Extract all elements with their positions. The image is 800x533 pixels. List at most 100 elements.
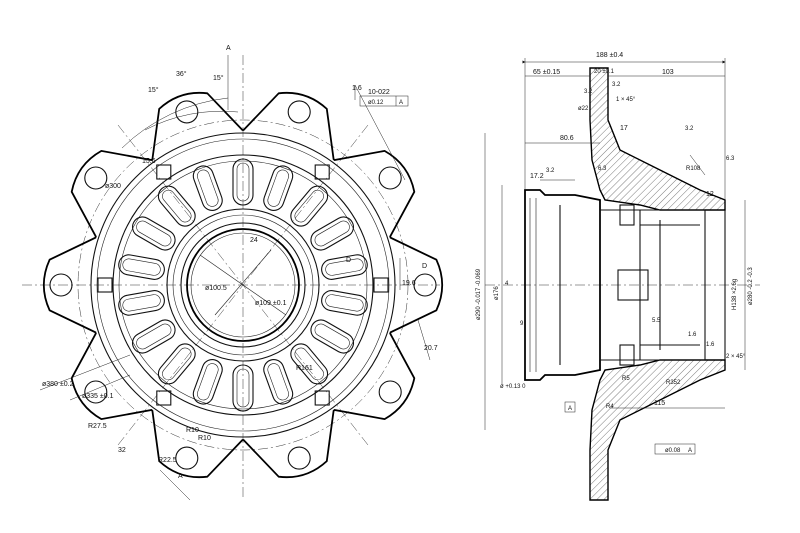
leader-holes — [354, 84, 406, 181]
dim-r-slot: 15.6 — [142, 158, 156, 165]
bore-steps — [559, 205, 726, 365]
vent-slot — [192, 165, 223, 211]
vent-slot — [263, 359, 294, 405]
rough-3-2c: 3.2 — [685, 126, 694, 132]
dim-65: 65 ±0.15 — [533, 69, 560, 76]
holes-callout: 10-022 — [368, 89, 390, 96]
vent-slot — [290, 185, 329, 227]
vent-slot-inner — [136, 323, 172, 350]
datum-box — [564, 401, 576, 413]
dim-r352: R352 — [666, 380, 681, 386]
dim-80-6: 80.6 — [560, 135, 574, 142]
section-label-d-right: D — [422, 263, 427, 270]
vent-slot-inner — [314, 220, 350, 247]
dim-103: 103 — [662, 69, 674, 76]
bolt-circle — [77, 119, 409, 451]
square-pad — [314, 390, 330, 406]
square-pad — [97, 277, 113, 293]
square-pad — [156, 390, 172, 406]
dim-d100: ø100.5 — [205, 285, 227, 292]
dim-d290: ø290 -0.017 -0.069 — [476, 268, 482, 320]
vent-slot-inner — [267, 363, 289, 401]
vent-slots — [118, 158, 368, 412]
dim-115: 115 — [654, 400, 665, 407]
dim-angle-15a: 15° — [148, 86, 159, 94]
dim-9: 9 — [520, 321, 524, 327]
section-hatch-bottom — [589, 359, 726, 501]
vent-slot — [192, 359, 223, 405]
square-pad — [156, 164, 172, 180]
dim-d013: ø +0.13 0 — [500, 384, 526, 390]
dim-5-5: 5.5 — [652, 318, 661, 324]
hub-face-lines — [529, 198, 537, 372]
bolt-hole — [287, 446, 311, 470]
vent-slot-inner — [294, 189, 324, 223]
hub-ring-outer — [90, 132, 396, 438]
bolt-hole — [287, 100, 311, 124]
dim-r10a: R10 — [186, 427, 199, 434]
chamfer-1x45: 1 × 45° — [616, 97, 636, 103]
bolt-hole — [84, 166, 108, 190]
vent-slot-inner — [314, 323, 350, 350]
dim-20: 20 ±0.1 — [594, 69, 615, 75]
bolt-hole — [49, 273, 73, 297]
vent-slot — [321, 290, 368, 316]
datum-a: A — [568, 406, 572, 412]
dim-angle-36: 36° — [176, 70, 187, 78]
dim-12: 12 — [706, 191, 714, 198]
vent-slot-inner — [162, 189, 192, 223]
dim-r5: R5 — [622, 376, 630, 382]
bolt-hole — [413, 273, 437, 297]
vent-slot-inner — [122, 294, 161, 312]
position-tol: ø0.12 — [368, 100, 384, 106]
runout-frame — [654, 443, 696, 455]
vent-slot — [232, 158, 254, 206]
dim-d335: ø335 ±0.1 — [82, 393, 114, 400]
vent-slot — [157, 185, 196, 227]
vent-slot — [290, 343, 329, 385]
dim-r4: R4 — [606, 404, 614, 410]
dim-w20: 20.7 — [424, 345, 438, 352]
vent-slot-inner — [267, 169, 289, 207]
vent-slot — [310, 216, 355, 251]
dim-small-4: 4 — [505, 281, 509, 287]
vent-slot — [131, 216, 176, 251]
vent-slot-inner — [236, 162, 250, 202]
vent-slot-inner — [136, 220, 172, 247]
square-pads — [97, 164, 389, 406]
vent-slot — [118, 290, 165, 316]
bore — [186, 228, 300, 342]
angle-dim-arc-2 — [144, 110, 239, 131]
dim-r27: R27.5 — [88, 423, 107, 430]
dim-d22: ø22 — [578, 106, 589, 112]
bore-line-2 — [214, 249, 272, 316]
bore-ring — [180, 222, 306, 348]
rough-6-3b: 6.3 — [598, 166, 607, 172]
section-label-bottom: A — [178, 473, 183, 480]
square-pad — [373, 277, 389, 293]
bolt-boss-bottom — [619, 344, 635, 366]
roughness-1-6: 1.6 — [352, 85, 362, 92]
vent-slot — [232, 364, 254, 412]
hub-ring-6 — [172, 214, 314, 356]
vent-slot-inner — [325, 258, 364, 276]
hub-ring-5 — [166, 208, 320, 362]
rough-1-6b: 1.6 — [706, 342, 715, 348]
dim-17: 17 — [620, 125, 628, 132]
dim-d280: ø280 -0.2 -0.3 — [748, 267, 754, 305]
leader-r108 — [689, 154, 706, 176]
dim-17-2: 17.2 — [530, 173, 544, 180]
dim-d32: 32 — [118, 447, 126, 454]
bolt-hole — [378, 380, 402, 404]
rough-3-2d: 3.2 — [546, 168, 555, 174]
dim-r108: R108 — [686, 166, 701, 172]
section-label-top: A — [226, 45, 231, 52]
runout-datum: A — [688, 448, 692, 454]
dim-d380: ø380 ±0.2 — [42, 381, 74, 388]
vent-slot-inner — [236, 368, 250, 408]
front-view: 36° 15° 15° A 15.6 ø300 ø100.5 ø109 ±0.1… — [22, 45, 444, 501]
vent-slot-inner — [197, 363, 219, 401]
bolt-hole — [175, 100, 199, 124]
position-datum: A — [399, 100, 403, 106]
